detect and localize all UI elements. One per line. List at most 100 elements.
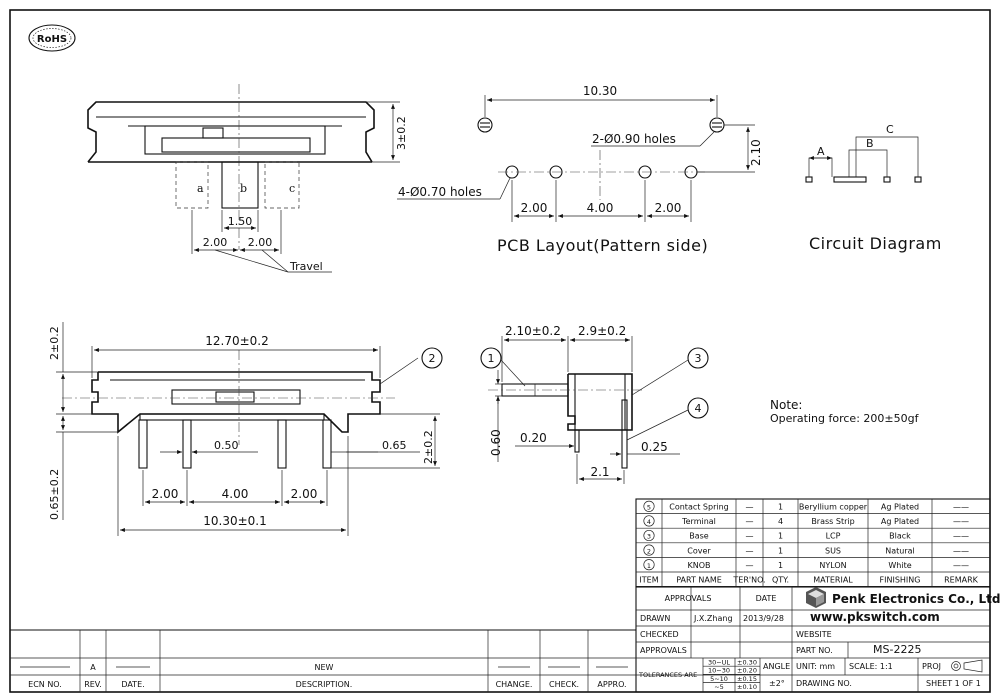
- bom-cell-remark: ——: [953, 532, 969, 541]
- bom-cell-finish: Ag Plated: [881, 503, 919, 512]
- bom-cell-qty: 1: [778, 561, 783, 570]
- position-a-label: a: [197, 182, 204, 195]
- bom-cell-qty: 1: [778, 532, 783, 541]
- approvals-label: APPROVALS: [640, 646, 687, 655]
- front-width-dim: 12.70±0.2: [205, 334, 269, 348]
- bom-header-qty: QTY.: [772, 576, 789, 585]
- bom-cell-material: Beryllium copper: [799, 503, 868, 512]
- sheet-label: SHEET 1 OF 1: [926, 679, 981, 688]
- tolerance-range: 30~UL: [708, 659, 730, 667]
- company-logo: [806, 587, 826, 608]
- description-header: DESCRIPTION.: [296, 680, 353, 689]
- front-pin-width-dim: 0.50: [214, 439, 239, 452]
- end-pin-thick-dim: 0.20: [520, 431, 547, 445]
- date-header-rev: DATE.: [121, 680, 144, 689]
- bom-header-finish: FINISHING: [880, 576, 921, 585]
- side-height-dim: 3±0.2: [395, 116, 408, 150]
- end-body-depth-dim: 2.9±0.2: [578, 324, 626, 338]
- bom-cell-name: KNOB: [687, 561, 710, 570]
- company-name: Penk Electronics Co., Ltd: [832, 592, 1000, 606]
- drawn-label: DRAWN: [640, 614, 670, 623]
- part-number: MS-2225: [873, 643, 921, 656]
- note: Note: Operating force: 200±50gf: [770, 398, 920, 425]
- bom-cell-remark: ——: [953, 546, 969, 555]
- bom-cell-name: Cover: [687, 546, 711, 555]
- tolerance-value: ±0.15: [737, 675, 757, 683]
- circuit-label-c: C: [886, 123, 894, 136]
- bom-cell-material: SUS: [825, 546, 841, 555]
- tolerance-range: 10~30: [708, 667, 730, 675]
- projection-icon: [951, 659, 983, 673]
- end-knob-height-dim: 0.60: [489, 429, 503, 456]
- bom-cell-item: 5: [647, 504, 651, 512]
- bom-cell-remark: ——: [953, 517, 969, 526]
- front-pitch-right: 2.00: [291, 487, 318, 501]
- bom-cell-remark: ——: [953, 561, 969, 570]
- end-callout-3: 3: [695, 352, 702, 365]
- circuit-diagram: A B C Circuit Diagram: [805, 123, 942, 253]
- drawn-by: J.X.Zhang: [693, 614, 733, 623]
- small-holes-callout: 4-Ø0.70 holes: [398, 185, 482, 199]
- date-header: DATE: [756, 594, 777, 603]
- projection-label: PROJ: [922, 662, 941, 671]
- bom-header-name: PART NAME: [676, 576, 722, 585]
- end-pin-width-dim: 0.25: [641, 440, 668, 454]
- travel-left-dim: 2.00: [203, 236, 228, 249]
- check-header: CHECK.: [549, 680, 579, 689]
- angle-value: ±2°: [769, 679, 785, 688]
- bom-header-item: ITEM: [639, 576, 658, 585]
- front-span-dim: 10.30±0.1: [203, 514, 267, 528]
- tolerance-value: ±0.10: [737, 683, 757, 691]
- unit-label: UNIT: mm: [796, 662, 835, 671]
- bom-cell-qty: 1: [778, 546, 783, 555]
- end-view: 2.10±0.2 2.9±0.2 1 3 4 0.60 0.20 0.25 2.…: [480, 324, 709, 484]
- pcb-overall-dim: 10.30: [583, 84, 617, 98]
- bom-cell-material: LCP: [826, 532, 841, 541]
- travel-right-dim: 2.00: [248, 236, 273, 249]
- bom-cell-name: Base: [689, 532, 709, 541]
- position-c-label: c: [289, 182, 295, 195]
- approvals-header: APPROVALS: [665, 594, 712, 603]
- title-block: APPROVALS DATE DRAWN J.X.Zhang 2013/9/28…: [635, 586, 1000, 693]
- bom-cell-finish: White: [888, 561, 911, 570]
- bom-header-no: TER'NO.: [732, 576, 765, 585]
- bom-cell-item: 4: [647, 518, 651, 526]
- approve-header: APPRO.: [597, 680, 626, 689]
- bom-table: 5 Contact Spring — 1 Beryllium copper Ag Plat…: [635, 498, 991, 588]
- tolerance-value: ±0.30: [737, 659, 757, 667]
- bom-cell-no: —: [746, 532, 754, 541]
- note-text: Operating force: 200±50gf: [770, 412, 920, 425]
- front-pin-side-dim: 0.65: [382, 439, 407, 452]
- front-pitch-mid: 4.00: [222, 487, 249, 501]
- front-pin-height-dim: 2±0.2: [422, 430, 435, 464]
- tolerance-range: 5~10: [710, 675, 728, 683]
- front-pitch-left: 2.00: [152, 487, 179, 501]
- drawn-date: 2013/9/28: [743, 614, 784, 623]
- bom-cell-name: Terminal: [681, 517, 716, 526]
- bom-cell-finish: Natural: [885, 546, 915, 555]
- knob-width-dim: 1.50: [228, 215, 253, 228]
- part-no-label: PART NO.: [796, 646, 833, 655]
- big-holes-callout: 2-Ø0.90 holes: [592, 132, 676, 146]
- tolerance-range: ~5: [714, 683, 724, 691]
- revision-block: A NEW ECN NO. REV. DATE. DESCRIPTION. CH…: [10, 629, 636, 692]
- bom-cell-name: Contact Spring: [669, 503, 728, 512]
- bom-cell-no: —: [746, 517, 754, 526]
- company-website: www.pkswitch.com: [810, 610, 940, 624]
- bom-cell-qty: 1: [778, 503, 783, 512]
- circuit-label-b: B: [866, 137, 874, 150]
- angle-label: ANGLE: [763, 662, 790, 671]
- tolerances-label: TOLERANCES ARE: [638, 671, 697, 679]
- ecn-no-header: ECN NO.: [28, 680, 62, 689]
- end-callout-1: 1: [488, 352, 495, 365]
- bom-header-remark: REMARK: [944, 576, 979, 585]
- end-pin-span-dim: 2.1: [590, 465, 609, 479]
- travel-label: Travel: [289, 260, 323, 273]
- pcb-pitch-right: 2.00: [655, 201, 682, 215]
- revision-description: NEW: [315, 663, 334, 672]
- circuit-diagram-title: Circuit Diagram: [809, 234, 942, 253]
- front-view: 12.70±0.2 2±0.2 0.65±0.2 0.50 0.65 2±0.2…: [48, 322, 443, 536]
- rohs-logo: RoHS: [28, 24, 76, 52]
- change-header: CHANGE.: [496, 680, 533, 689]
